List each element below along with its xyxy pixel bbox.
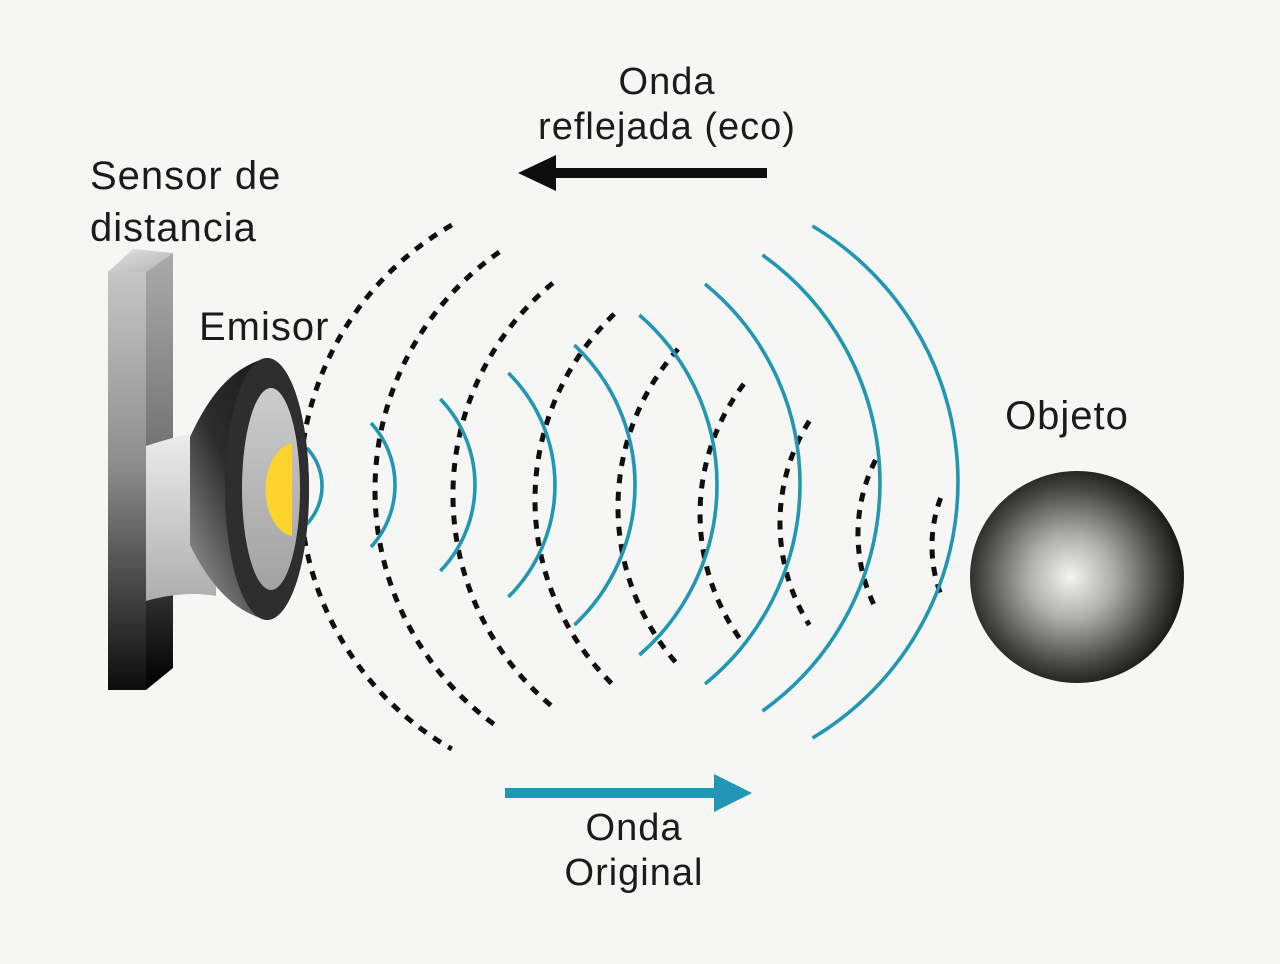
original-wave-arc [703, 282, 802, 686]
reflected-wave-label: Onda reflejada (eco) [467, 60, 867, 150]
original-wave-label-line2: Original [564, 852, 704, 894]
original-wave-arcs [305, 224, 960, 740]
reflected-wave-arc [532, 312, 616, 688]
original-wave-arc [305, 446, 324, 526]
original-wave-arc [369, 421, 397, 549]
original-wave-arc [638, 313, 719, 657]
original-wave-arc [573, 343, 637, 627]
reflected-wave-arc [697, 382, 746, 646]
reflected-wave-arrow [518, 155, 767, 191]
reflected-wave-arc [615, 347, 680, 667]
object-label-text: Objeto [1005, 394, 1129, 438]
sensor-post-top-face [108, 249, 173, 272]
object-sphere [970, 471, 1184, 683]
sensor-label-line2: distancia [90, 206, 257, 250]
original-wave-label: Onda Original [434, 806, 834, 896]
original-wave-arc [439, 397, 477, 573]
sensor-label-line1: Sensor de [90, 154, 282, 198]
reflected-wave-label-line2: reflejada (eco) [538, 106, 796, 148]
reflected-wave-arc [929, 497, 943, 595]
sensor-label: Sensor de distancia [90, 150, 281, 254]
reflected-wave-arc [777, 419, 812, 627]
emitter-label: Emisor [199, 301, 329, 353]
reflected-wave-arc [372, 249, 501, 731]
emitter-driver-yellow [265, 443, 292, 536]
reflected-wave-arc [855, 458, 878, 610]
original-wave-arc [507, 371, 557, 599]
reflected-wave-label-line1: Onda [618, 61, 716, 103]
original-wave-label-line1: Onda [585, 807, 683, 849]
emitter-horn [146, 358, 309, 620]
original-wave-arrow [505, 774, 752, 812]
object-label: Objeto [967, 390, 1167, 442]
original-wave-arc [811, 224, 960, 740]
reflected-wave-arc [450, 281, 555, 709]
original-wave-arc [761, 253, 882, 713]
emitter-label-text: Emisor [199, 305, 330, 349]
sensor-post-front-face [108, 272, 146, 690]
